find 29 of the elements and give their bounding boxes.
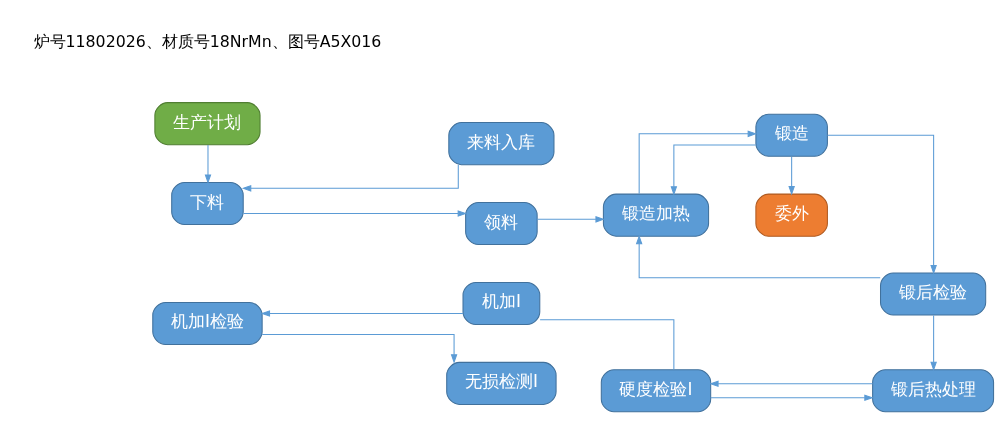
arrow — [638, 130, 758, 194]
arrow — [670, 144, 757, 196]
connector — [539, 318, 675, 370]
node-box: 委外 — [755, 193, 828, 237]
node-box: 领料 — [465, 201, 538, 245]
node-box: 机加Ⅰ — [462, 281, 541, 325]
node-box: 硬度检验Ⅰ — [600, 368, 712, 412]
arrow — [635, 234, 881, 278]
label: 炉号11802026、材质号18NrMn、图号A5X016 — [33, 31, 382, 51]
arrow — [930, 314, 937, 371]
arrow — [241, 163, 459, 192]
node-box: 锻造加热 — [602, 193, 710, 237]
arrow — [536, 215, 605, 223]
node-box: 生产计划 — [154, 101, 261, 145]
arrow — [261, 333, 458, 364]
node-box: 无损检测Ⅰ — [446, 361, 557, 405]
node-box: 锻后检验 — [880, 271, 987, 316]
arrow — [204, 144, 212, 184]
node-box: 机加Ⅰ检验 — [152, 301, 263, 345]
node-box: 下料 — [171, 181, 244, 225]
arrow — [826, 134, 937, 274]
node-box: 锻后热处理 — [872, 368, 995, 412]
arrow — [709, 379, 874, 387]
arrow — [242, 209, 468, 217]
node-box: 锻造 — [755, 113, 828, 157]
arrow — [788, 155, 795, 195]
node-box: 来料入库 — [448, 121, 555, 165]
arrow — [260, 309, 464, 317]
arrow — [710, 393, 874, 401]
